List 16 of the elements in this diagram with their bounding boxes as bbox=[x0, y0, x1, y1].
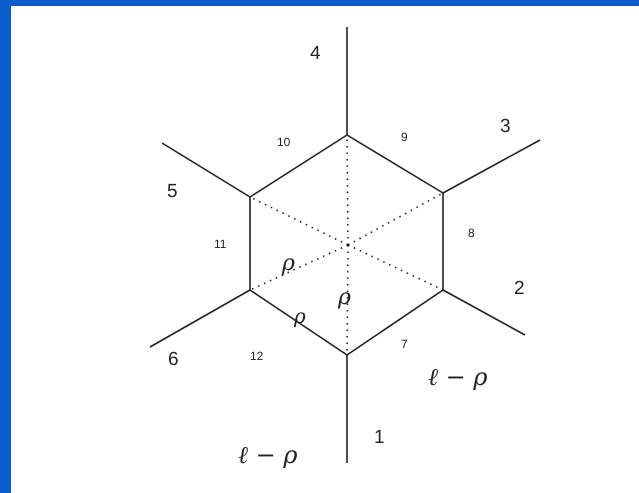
symbol-label: ρ bbox=[282, 253, 295, 275]
callout-number: 3 bbox=[500, 117, 511, 136]
callout-number: 1 bbox=[374, 428, 385, 447]
callout-number: 6 bbox=[168, 350, 179, 369]
callout-number: 2 bbox=[514, 279, 525, 298]
callout-number: 10 bbox=[277, 136, 290, 148]
dimension-label: ℓ − ρ bbox=[238, 443, 298, 467]
callout-number: 7 bbox=[401, 338, 408, 350]
callout-number: 5 bbox=[167, 182, 178, 201]
callout-number: 8 bbox=[468, 227, 475, 239]
symbol-label: ρ bbox=[338, 287, 351, 309]
dimension-label: ℓ − ρ bbox=[428, 365, 488, 389]
callout-number: 4 bbox=[310, 44, 321, 63]
callout-number: 11 bbox=[214, 238, 226, 250]
callout-number: 12 bbox=[250, 350, 264, 362]
callout-number: 9 bbox=[401, 131, 408, 143]
